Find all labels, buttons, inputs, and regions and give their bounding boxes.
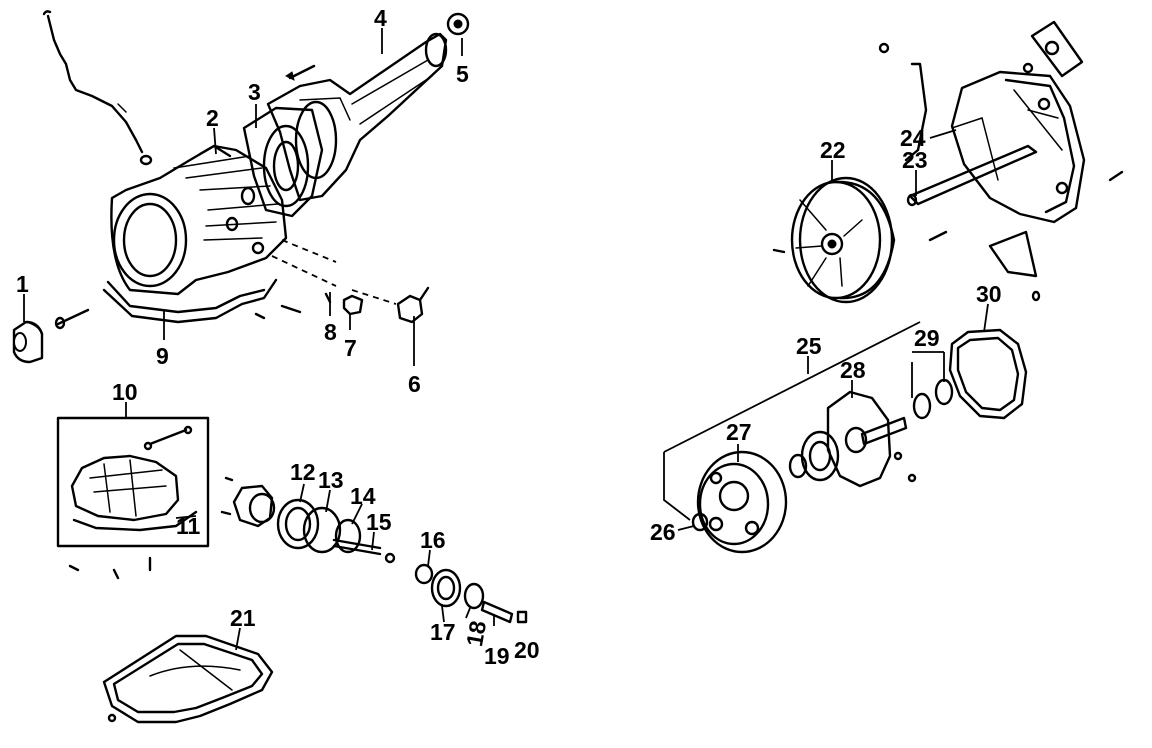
callout-16: 16 [420,527,446,553]
callout-14: 14 [350,483,376,509]
part-27-pump-body [696,450,788,554]
callout-2: 2 [206,105,219,131]
callout-20: 20 [514,637,540,663]
bolt [220,510,232,516]
callout-29: 29 [914,325,940,351]
callout-15: 15 [366,509,392,535]
part-30-gasket [948,328,1028,420]
callout-18: 18 [461,619,491,649]
callout-1: 1 [16,271,29,297]
bolt [280,304,302,314]
bolt [112,568,120,580]
part-22-torque-converter [772,176,896,304]
callout-4: 4 [374,5,387,31]
bracket [1030,20,1084,78]
callout-24: 24 [900,125,926,151]
callout-23: 23 [902,147,928,173]
part-6-sensor [351,286,430,324]
part-14-ring [334,518,362,554]
callout-leaders [23,28,989,651]
part-3-adapter [242,106,324,218]
bolt-head [1022,62,1034,74]
callout-17: 17 [430,619,456,645]
part-23-input-shaft [906,144,1038,207]
part-5-seal [446,12,470,36]
small-ball [384,552,396,564]
bolt [928,230,948,242]
part-28-stator-support [826,390,917,488]
bolt-head [285,71,295,81]
callout-22: 22 [820,137,846,163]
callout-10: 10 [112,379,138,405]
part-18-o-ring [463,582,485,610]
callout-19: 19 [484,643,510,669]
part-25-pump-group [663,321,921,521]
bolt [288,64,316,80]
callout-5: 5 [456,61,469,87]
callout-7: 7 [344,335,357,361]
bolt [224,476,234,482]
callout-26: 26 [650,519,676,545]
callout-28: 28 [840,357,866,383]
callout-9: 9 [156,343,169,369]
callout-13: 13 [318,467,344,493]
part-1-mount [12,308,90,364]
callout-11: 11 [176,513,201,539]
part-17-cover [430,568,462,608]
leader-dashed [271,255,337,287]
dust-shield [904,62,928,162]
callout-12: 12 [290,459,316,485]
part-9-gasket [102,278,278,324]
leader-dashed [281,239,337,263]
bolt [1108,170,1124,182]
callout-25: 25 [796,333,822,359]
callout-27: 27 [726,419,752,445]
part-2-transmission-case [110,144,288,296]
callout-21: 21 [230,605,256,631]
part-19-spring [480,600,514,624]
callout-30: 30 [976,281,1002,307]
part-4-extension-housing [266,32,448,202]
part-13-piston [276,498,342,554]
part-26-plug [691,512,709,532]
lower-cover [988,230,1038,278]
part-12-servo-cover [232,484,276,528]
bolt [254,312,266,320]
bolt [68,564,80,572]
part-7-plug [342,294,364,316]
callout-6: 6 [408,371,421,397]
part-24-bell-housing [950,70,1086,224]
dipstick-tube [42,10,153,166]
part-21-oil-pan [102,634,274,724]
part-10-valve-body-group [56,416,210,548]
pump-gears [788,430,840,482]
bolt-head [1031,290,1041,302]
bolt-head [878,42,890,54]
callout-8: 8 [324,319,337,345]
part-20-plug [516,610,528,624]
part-16-snap-ring [414,563,434,585]
callout-3: 3 [248,79,261,105]
